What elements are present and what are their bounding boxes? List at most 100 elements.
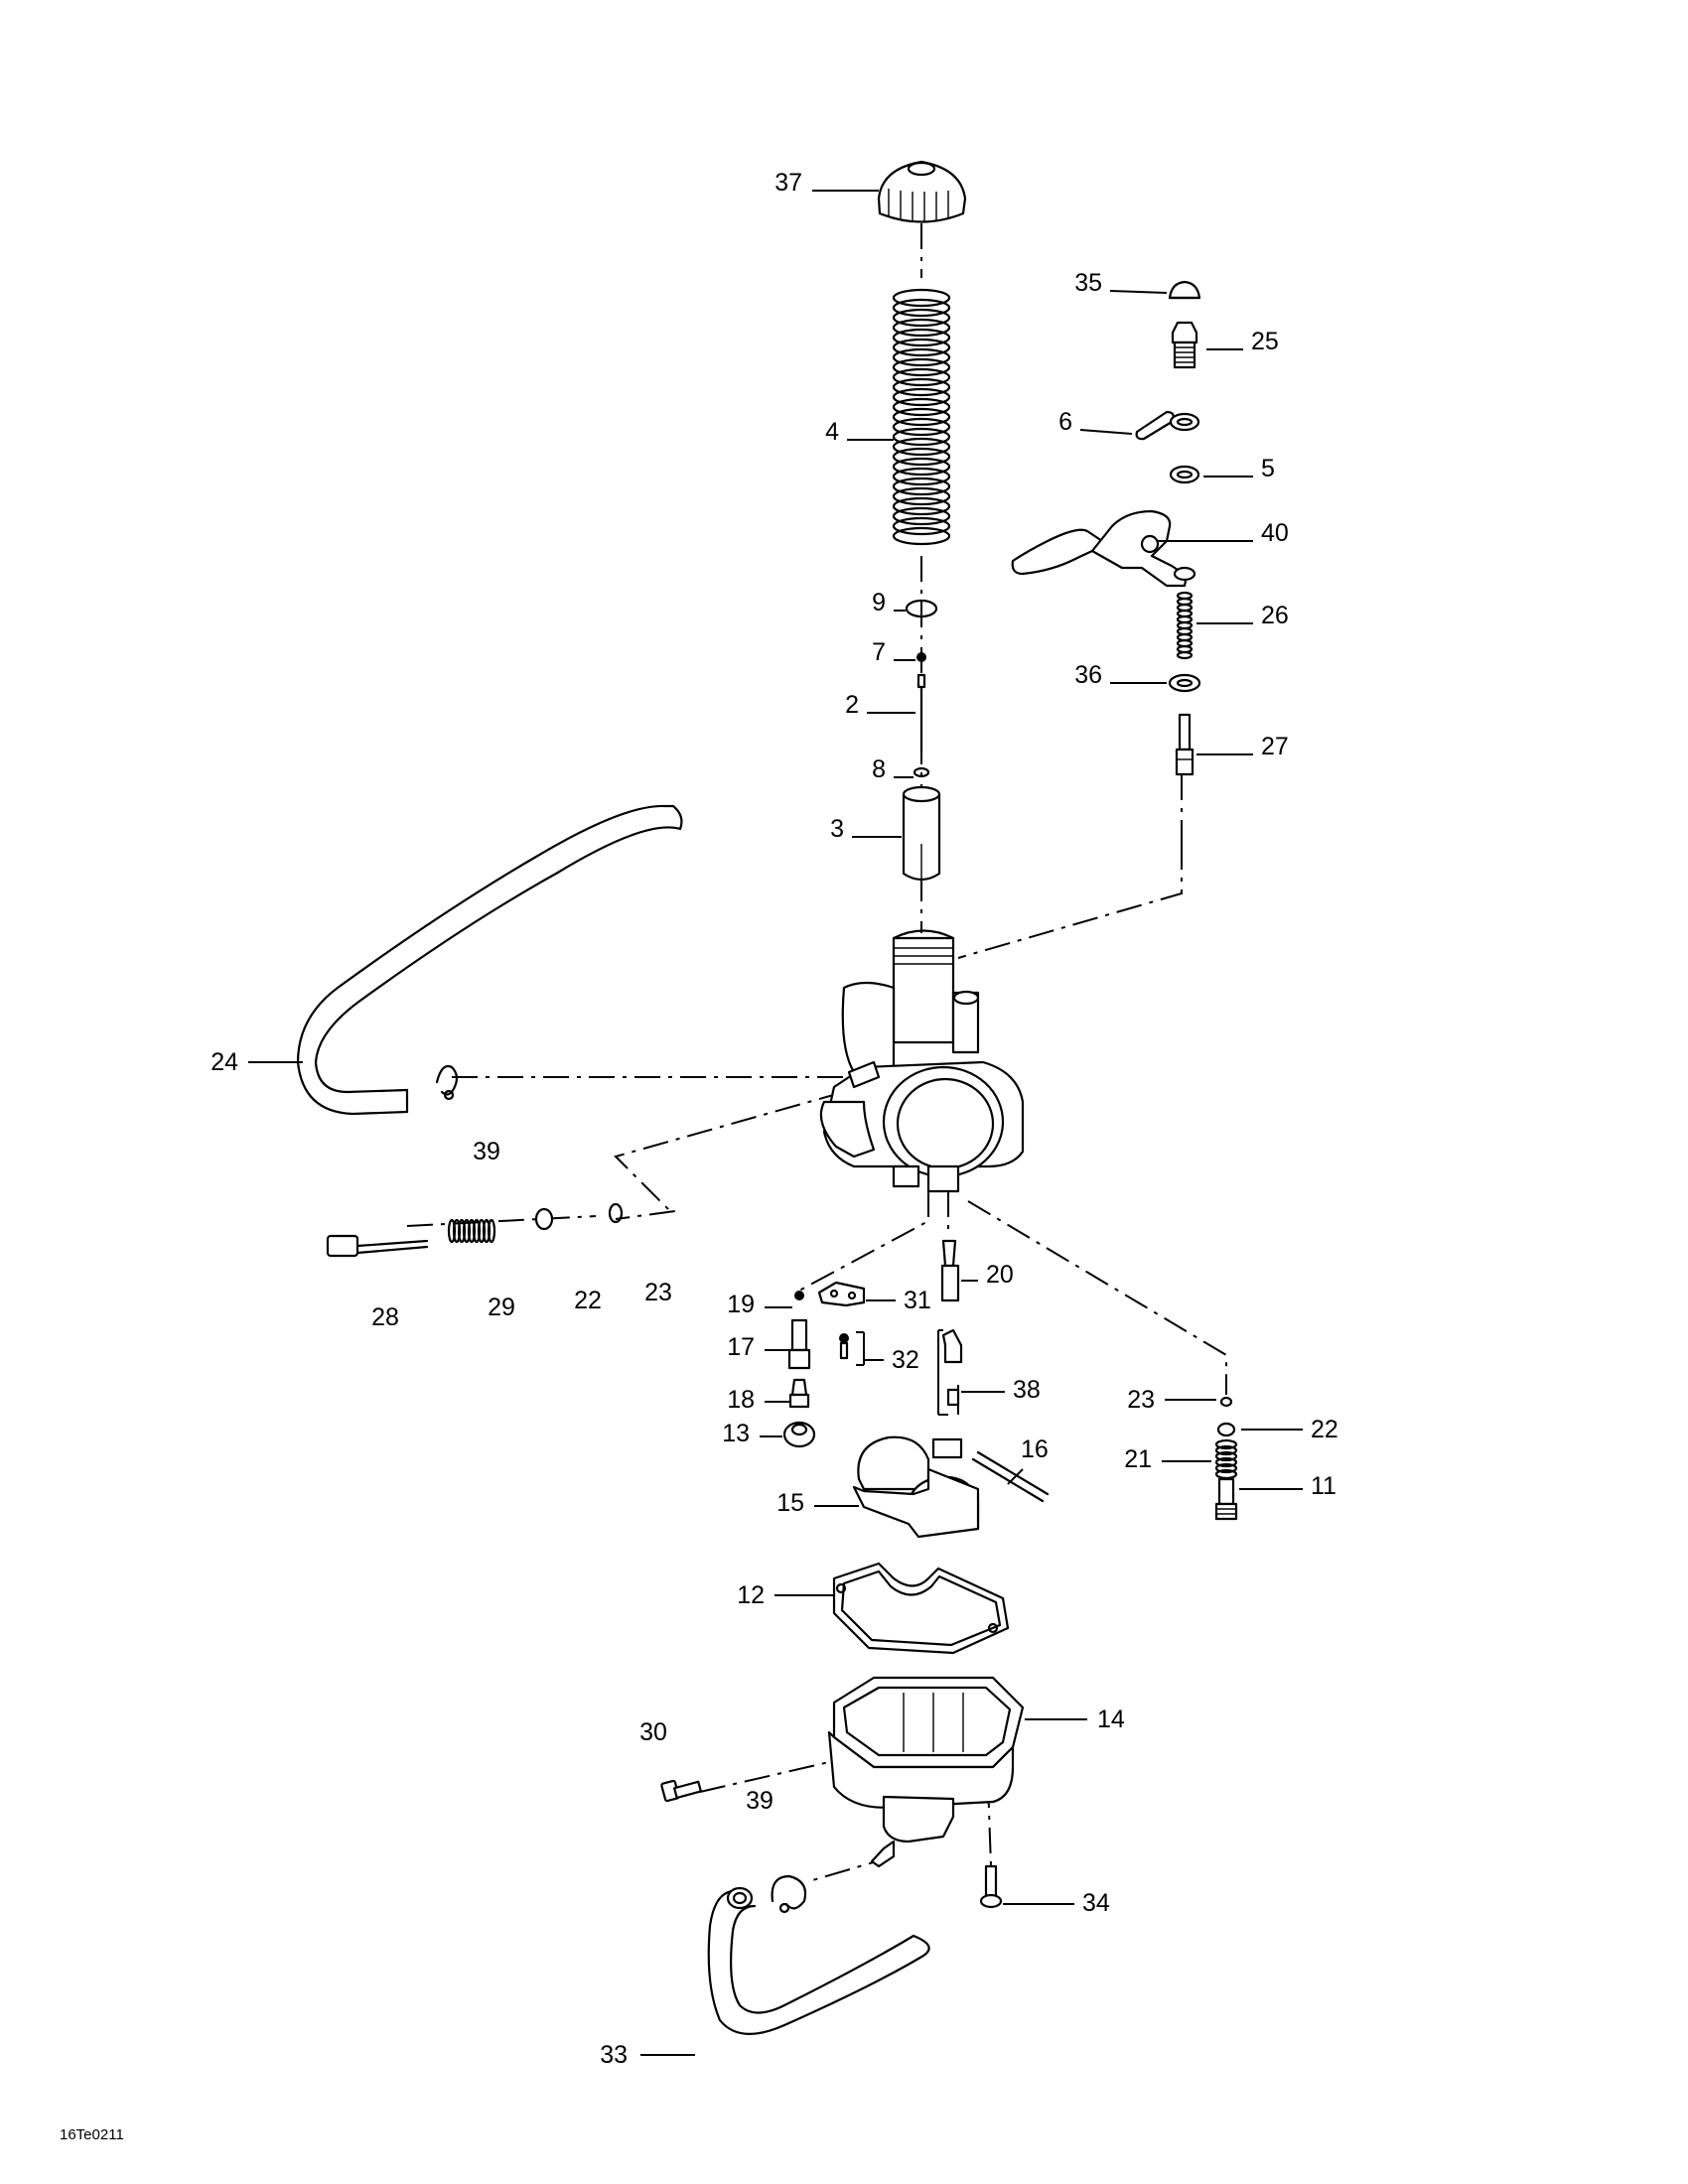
spring-coil (892, 347, 951, 367)
spring-coil (892, 496, 951, 516)
spring-coil (1214, 1438, 1238, 1450)
spring-coil (892, 417, 951, 437)
spring-coil (1176, 650, 1194, 660)
callout-38: 38 (1013, 1376, 1041, 1404)
part-33-hose (707, 1886, 930, 2035)
part-24-hose (296, 804, 683, 1116)
part-7-clip (916, 652, 926, 662)
callout-40: 40 (1261, 519, 1289, 547)
callout-23: 23 (1127, 1386, 1155, 1414)
spring-coil (892, 367, 951, 387)
callout-37: 37 (774, 169, 802, 197)
part-6-lever (1135, 410, 1200, 441)
callout-21: 21 (1124, 1445, 1152, 1473)
callout-34: 34 (1082, 1889, 1110, 1917)
spring-coil (892, 516, 951, 536)
callout-39: 39 (473, 1138, 500, 1165)
spring-coil (892, 467, 951, 486)
spring-coil (892, 427, 951, 447)
spring-coil (1214, 1444, 1238, 1456)
callout-27: 27 (1261, 733, 1289, 760)
spring-coil (1214, 1450, 1238, 1462)
part-12-gasket (832, 1562, 1010, 1655)
callout-14: 14 (1097, 1706, 1125, 1733)
spring-coil (892, 377, 951, 397)
callout-12: 12 (737, 1581, 765, 1609)
leader-line-35 (1109, 290, 1168, 294)
spring-coil (892, 457, 951, 477)
part-3-slide (902, 785, 941, 882)
part-32-screw (839, 1331, 865, 1366)
callout-22: 22 (1311, 1416, 1338, 1443)
leader-line-16 (1007, 1468, 1024, 1485)
spring-coil (1214, 1462, 1238, 1474)
spring-coil (892, 328, 951, 347)
callout-29: 29 (488, 1294, 515, 1321)
callout-5: 5 (1261, 455, 1275, 482)
callout-20: 20 (986, 1261, 1014, 1289)
callout-31: 31 (904, 1287, 931, 1314)
callout-19: 19 (727, 1291, 755, 1318)
callout-39: 39 (746, 1787, 774, 1815)
part-25-adjuster (1171, 321, 1198, 369)
callout-15: 15 (776, 1489, 804, 1517)
spring-coil (487, 1218, 496, 1244)
callout-11: 11 (1311, 1472, 1336, 1500)
part-36-washer (1168, 673, 1201, 693)
part-27-plunger (1175, 713, 1195, 776)
callout-25: 25 (1251, 328, 1279, 355)
callout-4: 4 (825, 418, 839, 446)
part-19-washer (794, 1291, 804, 1300)
part-16-cap (782, 1421, 816, 1448)
spring-coil (892, 486, 951, 506)
callout-16: 16 (1021, 1435, 1049, 1463)
callout-26: 26 (1261, 602, 1289, 629)
callout-18: 18 (727, 1386, 755, 1414)
part-18-jet (788, 1378, 810, 1409)
part-40-choke-lever (1011, 509, 1196, 588)
spring-coil (892, 308, 951, 328)
callout-13: 13 (722, 1420, 750, 1447)
callout-6: 6 (1058, 408, 1072, 436)
part-4-spring (892, 288, 951, 546)
part-34-screw (979, 1864, 1003, 1909)
leader-line-6 (1079, 429, 1133, 435)
part-23-oring-left (608, 1202, 624, 1224)
callout-3: 3 (830, 815, 844, 843)
part-17-jet (787, 1318, 811, 1370)
callout-7: 7 (872, 638, 886, 666)
part-26-spring (1176, 591, 1194, 660)
spring-coil (892, 298, 951, 318)
part-2-needle (916, 673, 926, 754)
spring-coil (892, 477, 951, 496)
part-14-float-bowl (827, 1676, 1025, 1868)
spring-coil (1214, 1456, 1238, 1468)
part-39-clamp-bottom (771, 1874, 807, 1914)
part-20-needle-jet (940, 1239, 960, 1302)
part-8-washer (913, 766, 930, 778)
spring-coil (892, 437, 951, 457)
callout-22: 22 (574, 1287, 602, 1314)
callout-32: 32 (892, 1346, 919, 1374)
part-37-cap (877, 160, 967, 223)
part-29-spring (447, 1218, 496, 1244)
spring-coil (892, 288, 951, 308)
callout-36: 36 (1074, 661, 1102, 689)
part-13-pin (971, 1450, 1050, 1503)
spring-coil (892, 447, 951, 467)
part-30-screw (660, 1779, 702, 1803)
spring-coil (892, 338, 951, 357)
callout-30: 30 (639, 1718, 667, 1746)
spring-coil (892, 387, 951, 407)
part-5-washer (1169, 465, 1200, 484)
center-lines (406, 223, 1227, 1882)
carburetor-body (819, 929, 1025, 1193)
part-31-plate (817, 1281, 866, 1307)
spring-coil (892, 506, 951, 526)
callout-9: 9 (872, 589, 886, 616)
reference-code: 16Te0211 (60, 2126, 124, 2143)
part-15-float (852, 1435, 980, 1539)
spring-coil (892, 318, 951, 338)
spring-coil (892, 357, 951, 377)
